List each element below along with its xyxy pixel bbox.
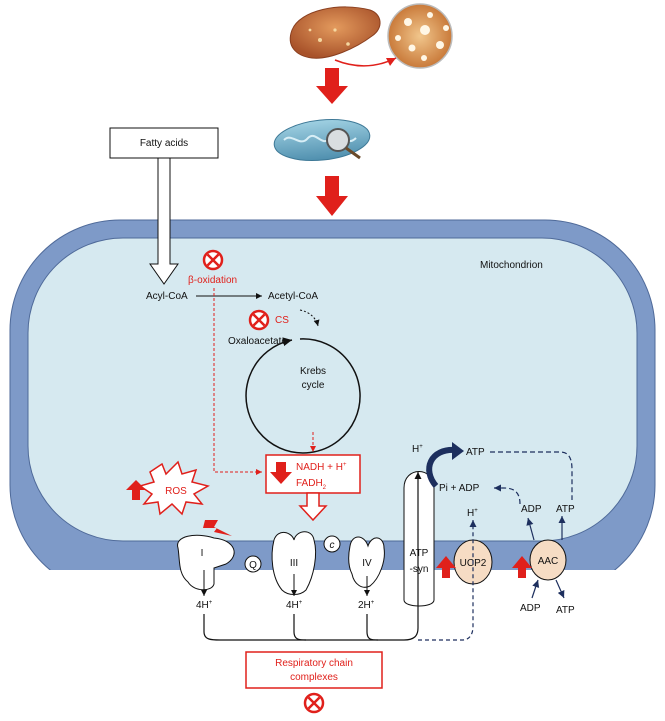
inhibit-icon xyxy=(303,692,325,714)
atp-top-label: ATP xyxy=(466,447,485,458)
aac-adp-from-below xyxy=(531,579,540,599)
cs-dotted-arrow xyxy=(299,309,320,327)
resp-chain-line1: Respiratory chain xyxy=(275,658,353,669)
h2-label: 2H+ xyxy=(358,600,375,611)
atp-to-aac-path xyxy=(490,451,573,500)
oxaloacetate-label: Oxaloacetate xyxy=(228,336,287,347)
liver-to-cell-arrow xyxy=(334,57,397,67)
adp-to-atpsyn-path xyxy=(494,484,521,505)
lightning-icon xyxy=(203,520,232,536)
fatty-acids-label: Fatty acids xyxy=(140,138,188,149)
krebs-label-2: cycle xyxy=(302,380,325,391)
aac-adp-in xyxy=(526,517,535,541)
down-arrow-icon xyxy=(316,68,348,104)
adp-bottom-label: ADP xyxy=(520,603,541,614)
acetyl-coa-label: Acetyl-CoA xyxy=(268,291,318,302)
up-arrow-icon xyxy=(512,556,532,578)
mitochondrion-label: Mitochondrion xyxy=(480,260,543,271)
complex-c: c xyxy=(323,535,341,553)
respiratory-chain-box xyxy=(245,651,383,689)
atp-mid-label: ATP xyxy=(556,504,575,515)
nadh-to-complex-arrow xyxy=(298,492,328,522)
h-plus-ucp: H+ xyxy=(467,508,478,519)
pi-adp-label: Pi + ADP xyxy=(439,483,480,494)
proton-branch-3 xyxy=(293,614,307,641)
h4-label-1: 4H+ xyxy=(196,600,213,611)
beta-oxidation-label: β-oxidation xyxy=(188,275,237,286)
fadh-label: FADH2 xyxy=(296,478,327,491)
acyl-coa-label: Acyl-CoA xyxy=(146,291,188,302)
krebs-cycle-circle xyxy=(245,337,361,454)
svg-text:I: I xyxy=(201,548,204,559)
svg-text:ATP: ATP xyxy=(410,548,429,559)
fatty-acid-import-arrow xyxy=(149,157,179,285)
resp-chain-line2: complexes xyxy=(290,672,338,683)
adp-mid-label: ADP xyxy=(521,504,542,515)
down-arrow-icon xyxy=(316,176,348,216)
liver-icon xyxy=(289,6,381,59)
fatty-liver-icon xyxy=(387,3,453,69)
up-arrow-icon xyxy=(126,480,146,500)
atp-bottom-label: ATP xyxy=(556,605,575,616)
proton-return-loop xyxy=(203,472,422,641)
mitochondrion-magnifier-icon xyxy=(273,118,371,162)
aac-carrier: AAC xyxy=(529,539,567,581)
complex-iii: III xyxy=(271,531,317,595)
proton-branch-4 xyxy=(366,614,379,641)
beta-ox-to-nadh-flow xyxy=(213,288,262,475)
h-plus-top: H+ xyxy=(412,444,423,455)
svg-text:c: c xyxy=(330,540,335,551)
atp-synthase: ATP -syn xyxy=(403,471,435,607)
complex-i: I xyxy=(177,534,235,591)
mitochondrion-matrix xyxy=(27,237,638,542)
ucp2-proton-leak xyxy=(418,520,477,641)
ros-burst xyxy=(138,460,210,516)
h4-label-2: 4H+ xyxy=(286,600,303,611)
aac-atp-out xyxy=(555,579,565,599)
svg-text:Q: Q xyxy=(249,560,257,571)
atp-synthesis-arrowhead xyxy=(452,442,464,460)
svg-text:-syn: -syn xyxy=(410,564,429,575)
svg-text:IV: IV xyxy=(362,558,372,569)
up-arrow-icon xyxy=(436,556,456,578)
nadh-label: NADH + H+ xyxy=(296,462,347,473)
cs-label: CS xyxy=(275,315,289,326)
svg-text:AAC: AAC xyxy=(538,556,559,567)
ros-label: ROS xyxy=(165,486,187,497)
atp-synthesis-arrow xyxy=(426,446,457,488)
complex-q: Q xyxy=(244,555,262,573)
complex-iv: IV xyxy=(348,536,385,588)
down-arrow-icon xyxy=(270,462,292,484)
svg-text:III: III xyxy=(290,558,298,569)
krebs-label-1: Krebs xyxy=(300,366,326,377)
inhibit-icon xyxy=(248,309,270,331)
inhibit-icon xyxy=(202,249,224,271)
intermembrane-band xyxy=(0,570,665,721)
